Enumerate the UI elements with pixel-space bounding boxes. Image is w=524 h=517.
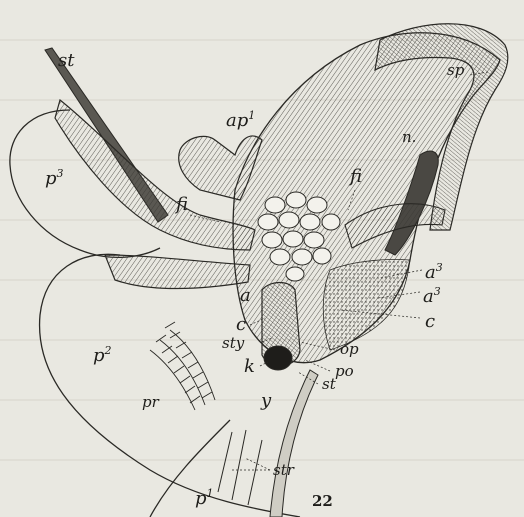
- lower-stalk: [270, 370, 318, 517]
- label-n: n.: [402, 130, 416, 145]
- p1-lobe-outline: [150, 420, 230, 517]
- label-pr: pr: [142, 395, 159, 410]
- label-st-lower: st: [322, 377, 336, 392]
- lower-left-arm: [105, 255, 250, 289]
- label-p3: p3: [45, 168, 64, 188]
- label-c-right: c: [425, 313, 435, 331]
- label-op: op: [340, 342, 359, 357]
- k-opening: [264, 346, 292, 370]
- label-sp: sp: [447, 63, 464, 78]
- str-lines: [218, 430, 262, 505]
- label-po: po: [335, 364, 354, 379]
- dotted-region: [323, 259, 410, 350]
- pr-comb: [150, 322, 215, 410]
- figure-number: 22: [312, 492, 333, 510]
- label-a-left: a: [240, 287, 251, 305]
- label-y: y: [261, 392, 271, 410]
- label-ap1: ap1: [226, 110, 255, 130]
- label-st-top: st: [58, 52, 74, 70]
- label-str: str: [273, 463, 294, 478]
- label-c-left: c: [236, 316, 246, 334]
- label-p1: p1: [195, 488, 214, 508]
- label-sty: sty: [222, 336, 244, 351]
- label-p2: p2: [93, 345, 112, 365]
- label-a3-upper: a3: [425, 262, 443, 282]
- label-fi-left: fi: [176, 196, 188, 214]
- label-a3-lower: a3: [423, 286, 441, 306]
- label-k: k: [244, 358, 255, 376]
- label-fi-right: fi: [350, 168, 362, 186]
